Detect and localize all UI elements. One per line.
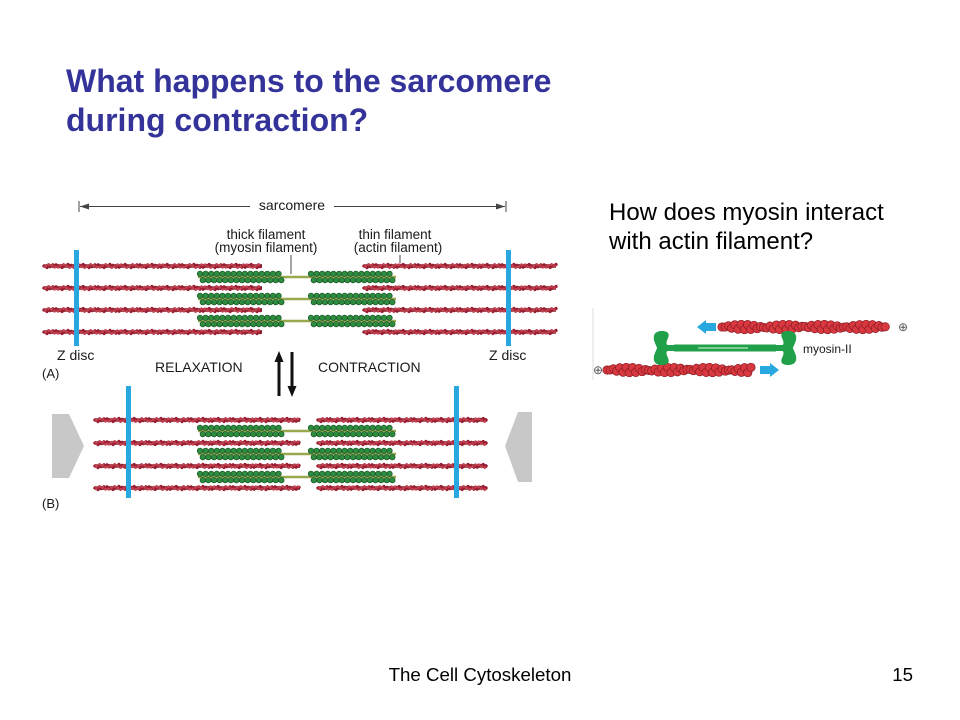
footer-title: The Cell Cytoskeleton	[388, 664, 572, 685]
actin-strand	[44, 263, 264, 269]
actin-strand	[364, 263, 558, 269]
state-transition: RELAXATION CONTRACTION	[155, 351, 421, 397]
actin-strand	[364, 329, 558, 335]
thin-filament	[93, 439, 302, 447]
sarcomere-arrowhead-left	[80, 203, 89, 210]
panel-b-label: (B)	[42, 496, 59, 511]
myofilament-array-contracted	[93, 416, 489, 492]
z-disc-relaxed-left	[74, 250, 79, 346]
thin-filament	[362, 284, 558, 292]
thin-filament	[362, 328, 558, 336]
myosin-actin-diagram: ⊕ ⊕ myosin-II	[592, 308, 908, 380]
contraction-arrow-down	[287, 352, 297, 397]
relaxation-label: RELAXATION	[155, 359, 243, 375]
compression-arrow-left	[52, 414, 84, 478]
slide-title-line-2: during contraction?	[66, 102, 369, 138]
thick-filament-label: thick filament	[227, 227, 306, 242]
z-disc-contracted-left	[126, 386, 131, 498]
actin-strand	[44, 307, 264, 313]
relaxation-arrow-up	[274, 351, 284, 396]
slide-title-line-1: What happens to the sarcomere	[66, 63, 552, 99]
thin-filament	[93, 462, 302, 470]
actin-strand	[362, 328, 558, 336]
myosin-question: How does myosin interact with actin fila…	[609, 198, 884, 256]
thin-filament	[42, 284, 264, 292]
thick-filament-sublabel: (myosin filament)	[215, 240, 318, 255]
relaxation-arrowhead	[274, 351, 284, 362]
page-number: 15	[892, 664, 913, 685]
contraction-arrowhead	[287, 386, 297, 397]
thin-filament	[316, 439, 489, 447]
movement-arrow-right-icon	[760, 363, 779, 377]
thin-filament	[362, 306, 558, 314]
actin-strand	[362, 284, 558, 292]
filament-labels: thick filament (myosin filament) thin fi…	[215, 227, 443, 274]
actin-strand	[364, 307, 558, 313]
thin-filament	[362, 262, 558, 270]
compression-arrow-right	[505, 412, 532, 482]
actin-subunit	[880, 322, 890, 332]
thick-filament	[196, 424, 399, 438]
actin-strand	[362, 306, 558, 314]
thin-filament	[93, 416, 302, 424]
myosin-ii-molecule	[653, 331, 797, 365]
myofilament-array-relaxed	[42, 262, 558, 336]
myosin-ii-label: myosin-II	[803, 342, 852, 356]
thick-filament	[196, 470, 399, 484]
thin-filament	[42, 306, 264, 314]
thick-filament	[196, 314, 399, 328]
thin-filament	[42, 262, 264, 270]
z-disc-contracted-right	[454, 386, 459, 498]
thin-filament	[316, 462, 489, 470]
sarcomere-diagram: sarcomere thick filament (myosin filamen…	[42, 197, 558, 511]
thin-filament	[42, 328, 264, 336]
movement-arrow-left-icon	[697, 320, 716, 334]
thin-filament	[316, 484, 489, 492]
actin-strand	[44, 285, 264, 291]
myosin-question-line-2: with actin filament?	[609, 228, 814, 255]
panel-a-label: (A)	[42, 366, 59, 381]
thick-filament	[196, 270, 399, 284]
plus-end-marker-bottom: ⊕	[593, 363, 603, 377]
myosin-ii-head-right	[774, 331, 797, 365]
sarcomere-label: sarcomere	[259, 197, 325, 213]
actin-filament-bottom	[602, 362, 756, 378]
actin-strand	[364, 285, 558, 291]
thick-filament	[196, 292, 399, 306]
sarcomere-contracted: (B)	[42, 386, 532, 511]
actin-strand	[44, 329, 264, 335]
myosin-question-line-1: How does myosin interact	[609, 199, 884, 226]
z-disc-label-left: Z disc	[57, 347, 94, 363]
z-disc-label-right: Z disc	[489, 347, 526, 363]
actin-subunit	[746, 362, 756, 372]
sarcomere-length-indicator: sarcomere	[78, 197, 507, 213]
slide-title: What happens to the sarcomere during con…	[66, 62, 551, 140]
z-disc-relaxed-right	[506, 250, 511, 346]
sarcomere-relaxed: Z disc Z disc (A)	[42, 250, 558, 381]
actin-filament-top	[717, 319, 890, 335]
actin-strand	[362, 262, 558, 270]
plus-end-marker-top: ⊕	[898, 320, 908, 334]
myosin-ii-head-left	[653, 331, 676, 365]
thin-filament-label: thin filament	[359, 227, 432, 242]
contraction-label: CONTRACTION	[318, 359, 421, 375]
thick-filament	[196, 447, 399, 461]
thin-filament-sublabel: (actin filament)	[354, 240, 443, 255]
sarcomere-arrowhead-right	[496, 203, 505, 210]
thin-filament	[93, 484, 302, 492]
thin-filament	[316, 416, 489, 424]
